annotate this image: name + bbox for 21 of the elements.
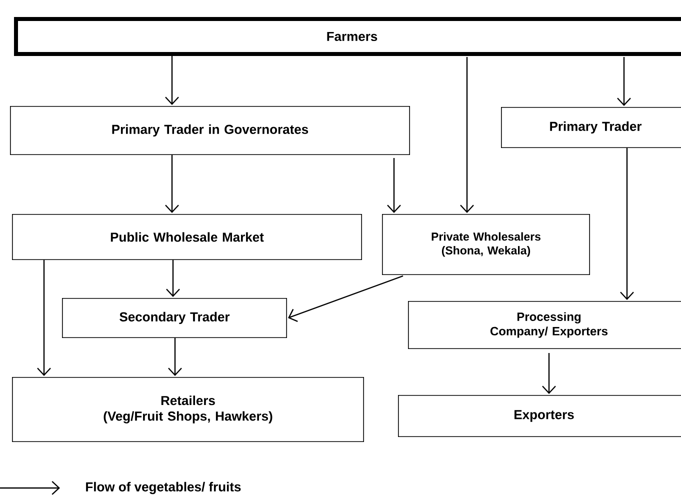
- arrow: [620, 148, 634, 300]
- flow-box: Exporters: [398, 395, 681, 437]
- flow-box: Processing Company/ Exporters: [408, 301, 681, 349]
- arrow: [166, 260, 180, 297]
- arrow: [165, 155, 179, 213]
- flow-box: Primary Trader in Governorates: [10, 106, 410, 155]
- arrow: [165, 56, 179, 105]
- arrow: [288, 275, 404, 322]
- flow-box: Private Wholesalers (Shona, Wekala): [382, 214, 590, 275]
- flow-box: Farmers: [14, 17, 681, 56]
- flow-box: Secondary Trader: [62, 298, 287, 338]
- legend-text: Flow of vegetables/ fruits: [86, 482, 241, 494]
- arrow: [542, 353, 556, 394]
- arrow: [617, 57, 631, 106]
- flow-box: Primary Trader: [501, 107, 681, 148]
- arrow: [37, 260, 51, 376]
- arrow: [460, 57, 474, 213]
- flow-box: Retailers (Veg/Fruit Shops, Hawkers): [12, 377, 364, 442]
- arrow: [168, 338, 182, 376]
- arrow: [387, 158, 401, 213]
- flow-box: Public Wholesale Market: [12, 214, 362, 260]
